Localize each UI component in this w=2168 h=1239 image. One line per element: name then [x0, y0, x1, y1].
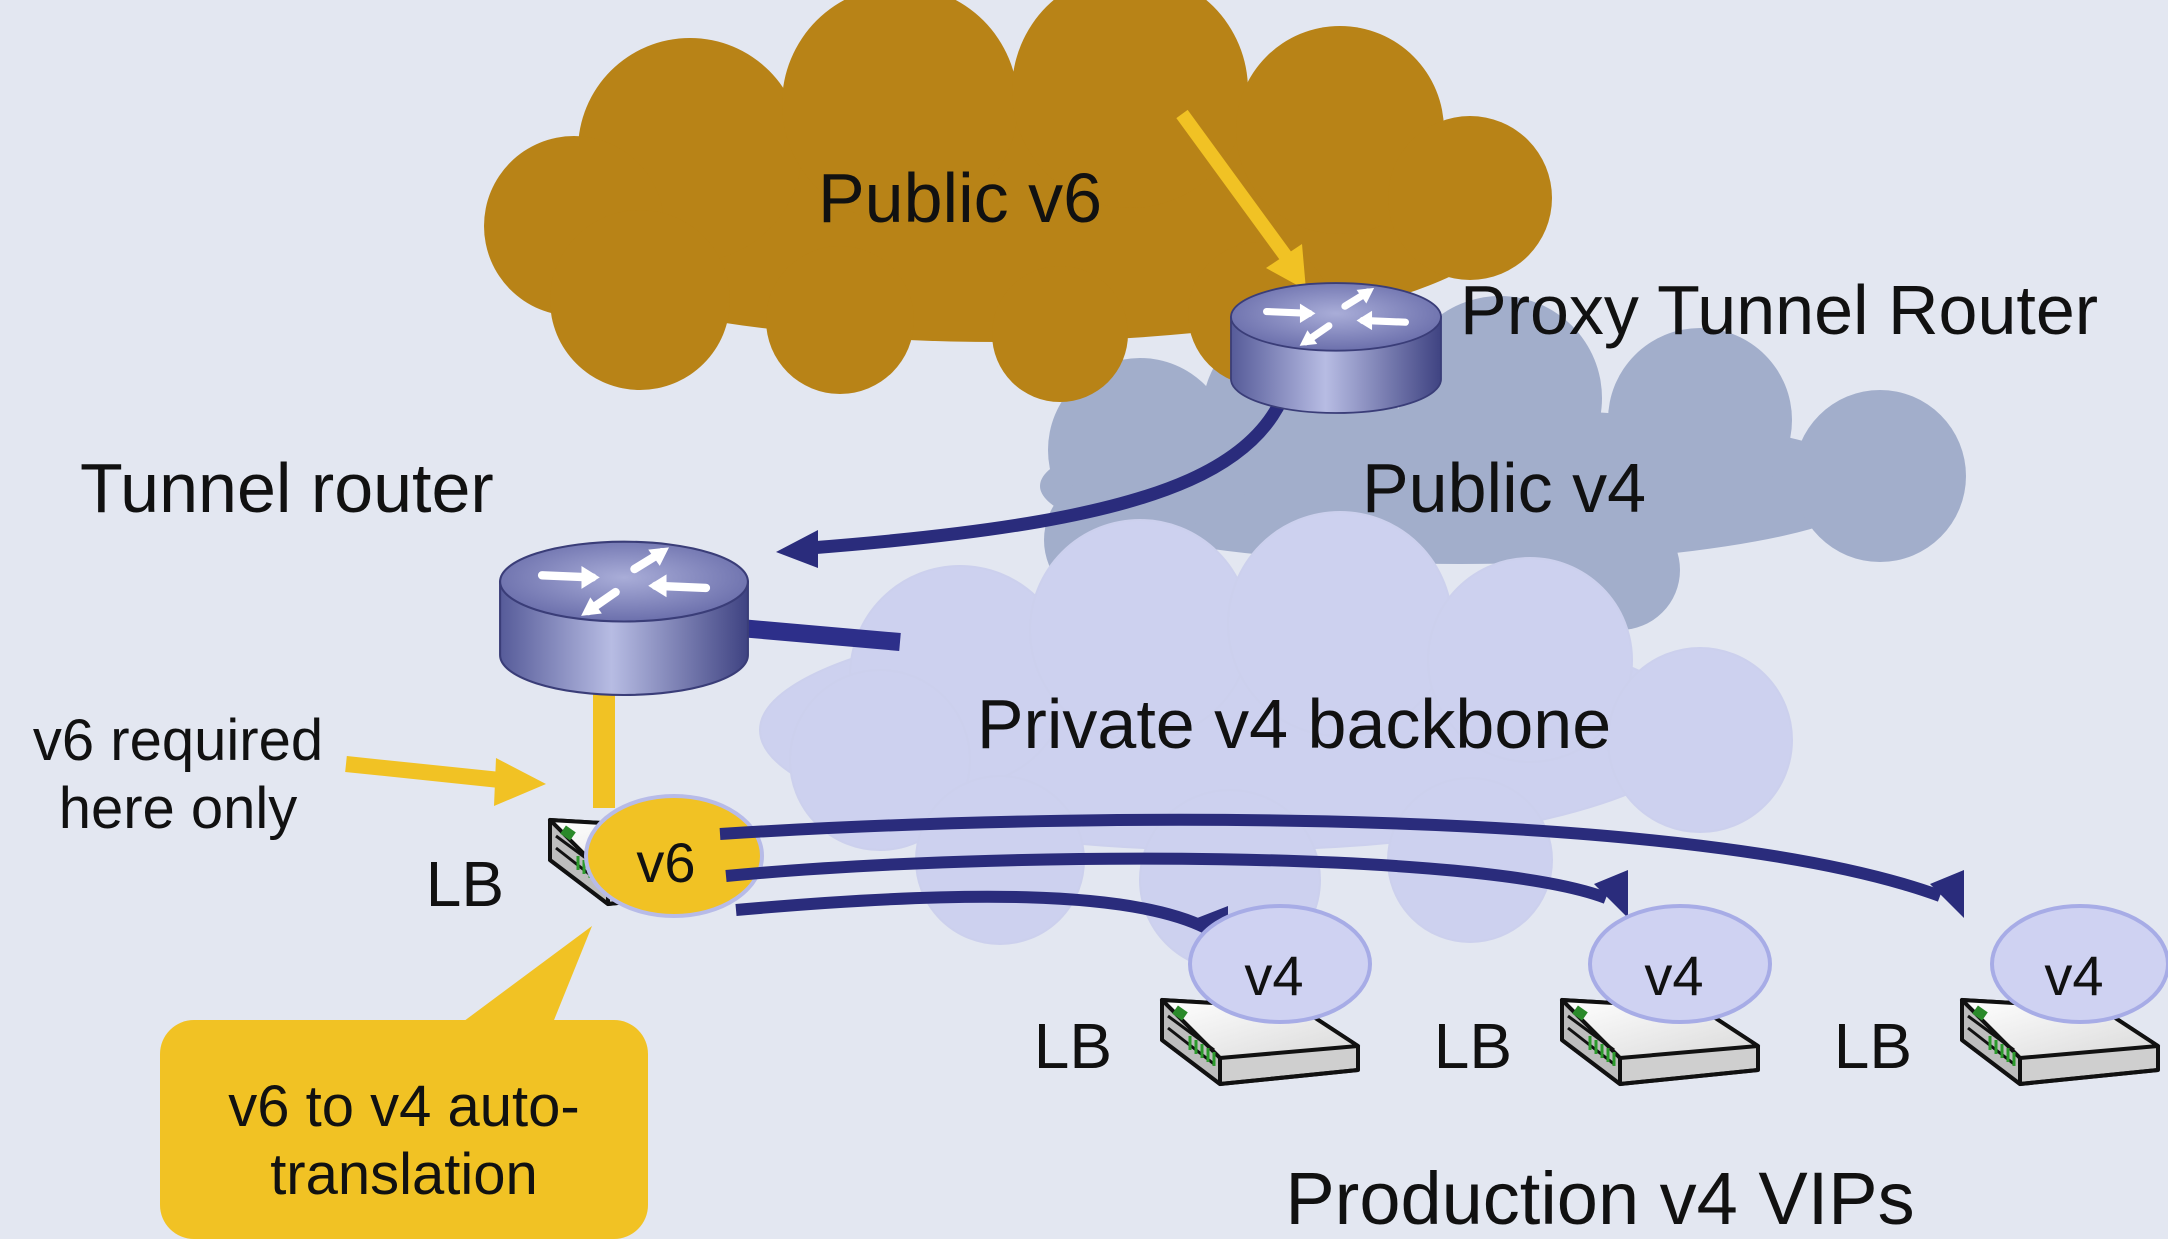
arrow-head-vip-2 [1594, 870, 1628, 918]
vip-lb-2-label: LB [1434, 1010, 1512, 1082]
vip-lb-2-badge-text: v4 [1644, 944, 1703, 1007]
distribution-arrows [719, 813, 1943, 934]
v6-required-line1: v6 required [33, 708, 323, 773]
main-lb-v6-badge: v6 [584, 794, 764, 918]
vip-lb-2: v4 LB [1434, 904, 1772, 1086]
callout-line2: translation [270, 1142, 538, 1207]
callout-line1: v6 to v4 auto- [228, 1074, 579, 1139]
vip-lb-3-badge [1990, 904, 2168, 1024]
main-lb-label: LB [426, 848, 504, 920]
arrow-to-vip-1 [735, 890, 1209, 934]
public-v6-cloud [484, 0, 1552, 402]
vip-lb-1-label: LB [1034, 1010, 1112, 1082]
ipv6-ingress-arrow [1176, 109, 1306, 290]
vip-lb-1-badge [1188, 904, 1372, 1024]
vip-lb-2-badge [1588, 904, 1772, 1024]
main-lb-badge-text: v6 [636, 831, 695, 894]
private-backbone-label: Private v4 backbone [977, 685, 1611, 763]
vip-lb-1-badge-text: v4 [1244, 944, 1303, 1007]
public-v4-label: Public v4 [1362, 449, 1646, 527]
vip-lb-3-badge-text: v4 [2044, 944, 2103, 1007]
translation-callout [160, 926, 648, 1239]
proxy-tunnel-router-label: Proxy Tunnel Router [1460, 271, 2098, 349]
vip-lb-3-label: LB [1834, 1010, 1912, 1082]
v6-required-line2: here only [59, 776, 298, 841]
router-backbone-link [739, 619, 901, 651]
vip-lb-1: v4 LB [1034, 904, 1372, 1086]
arrow-to-vip-3 [719, 813, 1943, 902]
production-vips-label: Production v4 VIPs [1285, 1157, 1914, 1239]
proxy-tunnel-router-icon [1231, 283, 1441, 413]
tunnel-router-icon [500, 542, 748, 695]
tunnel-router-label: Tunnel router [80, 449, 494, 527]
arrow-to-vip-2 [725, 852, 1609, 904]
private-backbone-cloud [759, 511, 1793, 971]
v6-required-arrow [345, 756, 546, 806]
arrow-head-vip-3 [1930, 870, 1964, 918]
public-v6-label: Public v6 [818, 159, 1102, 237]
vip-lb-3: v4 LB [1834, 904, 2168, 1086]
